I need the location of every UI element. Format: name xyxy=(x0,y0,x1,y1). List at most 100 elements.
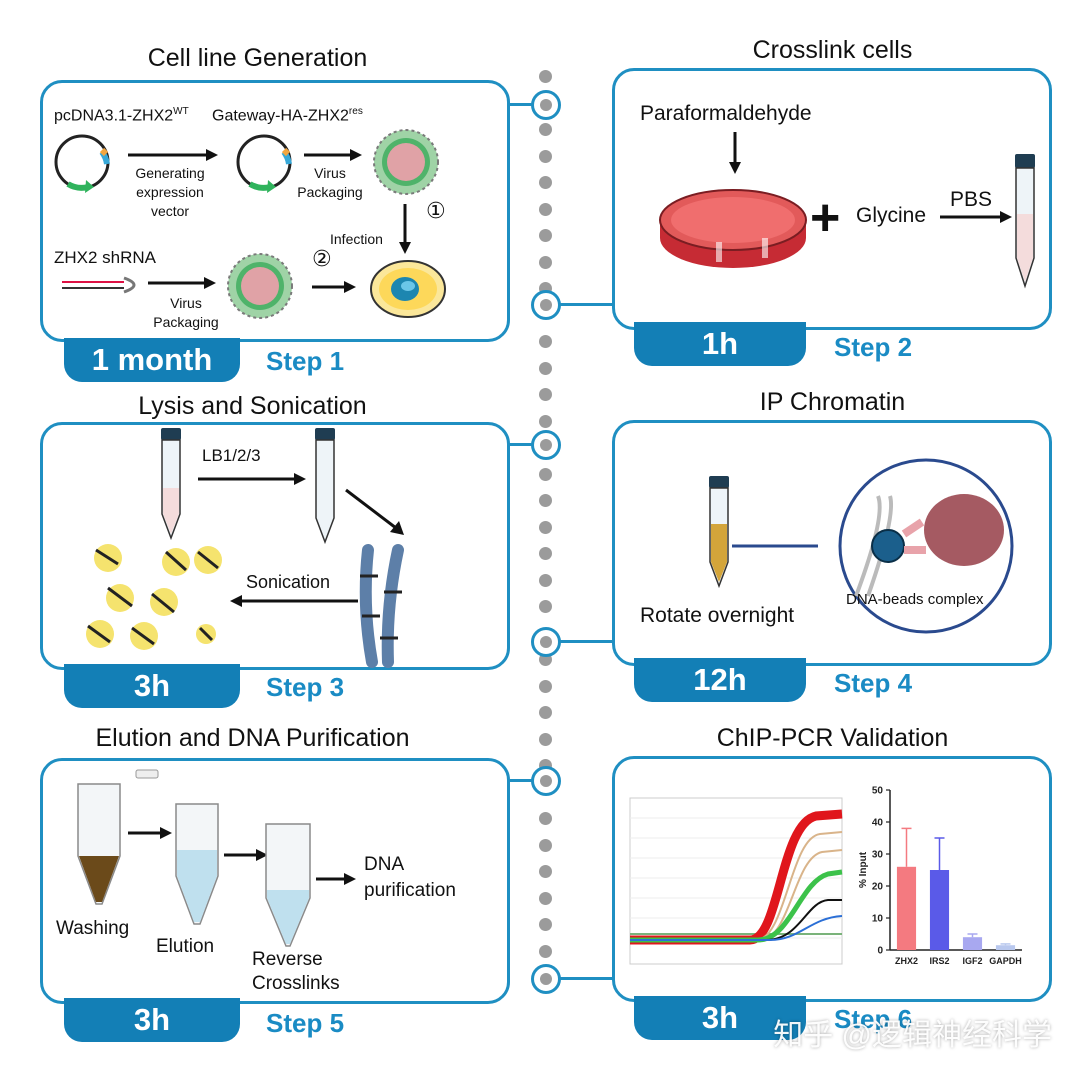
connector-step3 xyxy=(508,443,534,446)
step6-label: Step 6 xyxy=(834,1004,913,1034)
arrow-sonication xyxy=(230,595,358,607)
timeline-dot xyxy=(539,600,552,613)
chromatin-fragments-icon xyxy=(86,544,222,650)
tube-icon-step4 xyxy=(709,476,729,589)
step3-panel xyxy=(40,422,510,670)
bar xyxy=(896,866,917,950)
pbs-label: PBS xyxy=(950,188,993,211)
pcr-amplification-plot xyxy=(629,797,843,965)
timeline-dot xyxy=(539,547,552,560)
glycine-label: Glycine xyxy=(856,204,927,227)
dna-beads-complex-icon xyxy=(838,458,1014,634)
timeline-dot xyxy=(539,202,552,216)
x-tick-label: IRS2 xyxy=(929,956,949,966)
rotate-overnight-label: Rotate overnight xyxy=(640,604,795,627)
timeline-dot xyxy=(539,467,552,481)
y-tick-label: 40 xyxy=(872,818,884,829)
y-tick-label: 30 xyxy=(872,850,884,861)
step5-label: Step 5 xyxy=(266,1008,345,1038)
step4-title: IP Chromatin xyxy=(759,388,906,416)
infection-text: Infection xyxy=(330,231,383,247)
x-tick-label: GAPDH xyxy=(989,956,1022,966)
plasmid2-icon xyxy=(236,134,292,193)
tube-icon-step3a xyxy=(161,428,181,541)
arrow-pbs xyxy=(940,211,1012,223)
timeline-dot xyxy=(539,812,552,825)
virus-packaging-text-2: Virus Packaging xyxy=(153,295,219,330)
watermark: 知乎 @逻辑神经科学 xyxy=(773,1019,1052,1052)
timeline-dot xyxy=(539,335,552,348)
timeline-dot xyxy=(539,123,552,136)
shrna-label: ZHX2 shRNA xyxy=(54,248,157,267)
link-line xyxy=(732,544,818,548)
timeline-dot xyxy=(539,361,552,375)
chromosome-icon xyxy=(359,544,404,668)
step6-duration-tab: 3h xyxy=(634,996,806,1040)
bar xyxy=(995,945,1016,950)
dna-purification-label: DNA purification xyxy=(364,854,456,901)
eppendorf-reverse-icon xyxy=(265,823,311,947)
timeline-dot xyxy=(539,70,552,83)
step3-label: Step 3 xyxy=(266,672,345,702)
step3-duration-tab: 3h xyxy=(64,664,240,708)
step3-title: Lysis and Sonication xyxy=(138,392,367,420)
connector-step6 xyxy=(558,977,614,980)
arrow-down-pfa xyxy=(729,132,741,174)
plasmid1-label: pcDNA3.1-ZHX2WT xyxy=(54,106,189,125)
y-tick-label: 20 xyxy=(872,882,884,893)
arrow-infection xyxy=(399,204,411,254)
timeline-dot xyxy=(539,944,552,958)
arrow-reverse xyxy=(224,849,268,861)
complex-label: DNA-beads complex xyxy=(846,591,984,608)
petri-dish-icon xyxy=(659,189,807,268)
bar xyxy=(929,870,950,950)
timeline-node xyxy=(531,90,561,120)
washing-label: Washing xyxy=(56,918,130,939)
x-tick-label: ZHX2 xyxy=(895,956,918,966)
timeline-dot xyxy=(539,573,552,587)
virus-packaging-text-1: Virus Packaging xyxy=(297,165,363,200)
arrow-packaging2 xyxy=(148,277,216,289)
plasmid1-icon xyxy=(54,134,110,193)
eppendorf-elution-icon xyxy=(175,803,219,925)
timeline-dot xyxy=(539,706,552,719)
plus-sign: + xyxy=(810,189,841,247)
step1-duration-tab: 1 month xyxy=(64,338,240,382)
tube-icon-step3b xyxy=(315,428,335,545)
step4-label: Step 4 xyxy=(834,668,913,698)
plasmid2-label: Gateway-HA-ZHX2res xyxy=(212,106,363,125)
reverse-crosslinks-label: Reverse Crosslinks xyxy=(252,949,340,994)
step5-title: Elution and DNA Purification xyxy=(95,724,410,752)
arrow-lb xyxy=(198,473,306,485)
y-tick-label: 50 xyxy=(872,786,884,797)
timeline-dot xyxy=(539,838,552,852)
step2-title: Crosslink cells xyxy=(752,36,913,64)
connector-step5 xyxy=(508,779,534,782)
tube-icon-step2 xyxy=(1015,154,1035,289)
y-tick-label: 0 xyxy=(877,946,883,957)
arrow-generating xyxy=(128,149,218,161)
timeline-dot xyxy=(539,865,552,878)
timeline-node xyxy=(531,766,561,796)
timeline-dot xyxy=(539,229,552,242)
arrow-elution xyxy=(128,827,172,839)
arrow-diagonal xyxy=(345,488,404,535)
timeline-dot xyxy=(539,255,552,269)
step1-label: Step 1 xyxy=(266,346,345,376)
timeline-node xyxy=(531,627,561,657)
arrow-packaging1 xyxy=(304,149,362,161)
lb-label: LB1/2/3 xyxy=(202,446,261,465)
y-tick-label: 10 xyxy=(872,914,884,925)
x-tick-label: IGF2 xyxy=(962,956,982,966)
timeline-dot xyxy=(539,520,552,534)
shrna-hairpin-icon xyxy=(62,276,136,294)
step5-duration-tab: 3h xyxy=(64,998,240,1042)
timeline-dot xyxy=(539,149,552,163)
connector-step2 xyxy=(558,303,614,306)
cell-icon xyxy=(370,260,446,318)
timeline-node xyxy=(531,290,561,320)
timeline-dot xyxy=(539,891,552,905)
step4-duration-tab: 12h xyxy=(634,658,806,702)
timeline-dot xyxy=(539,388,552,401)
